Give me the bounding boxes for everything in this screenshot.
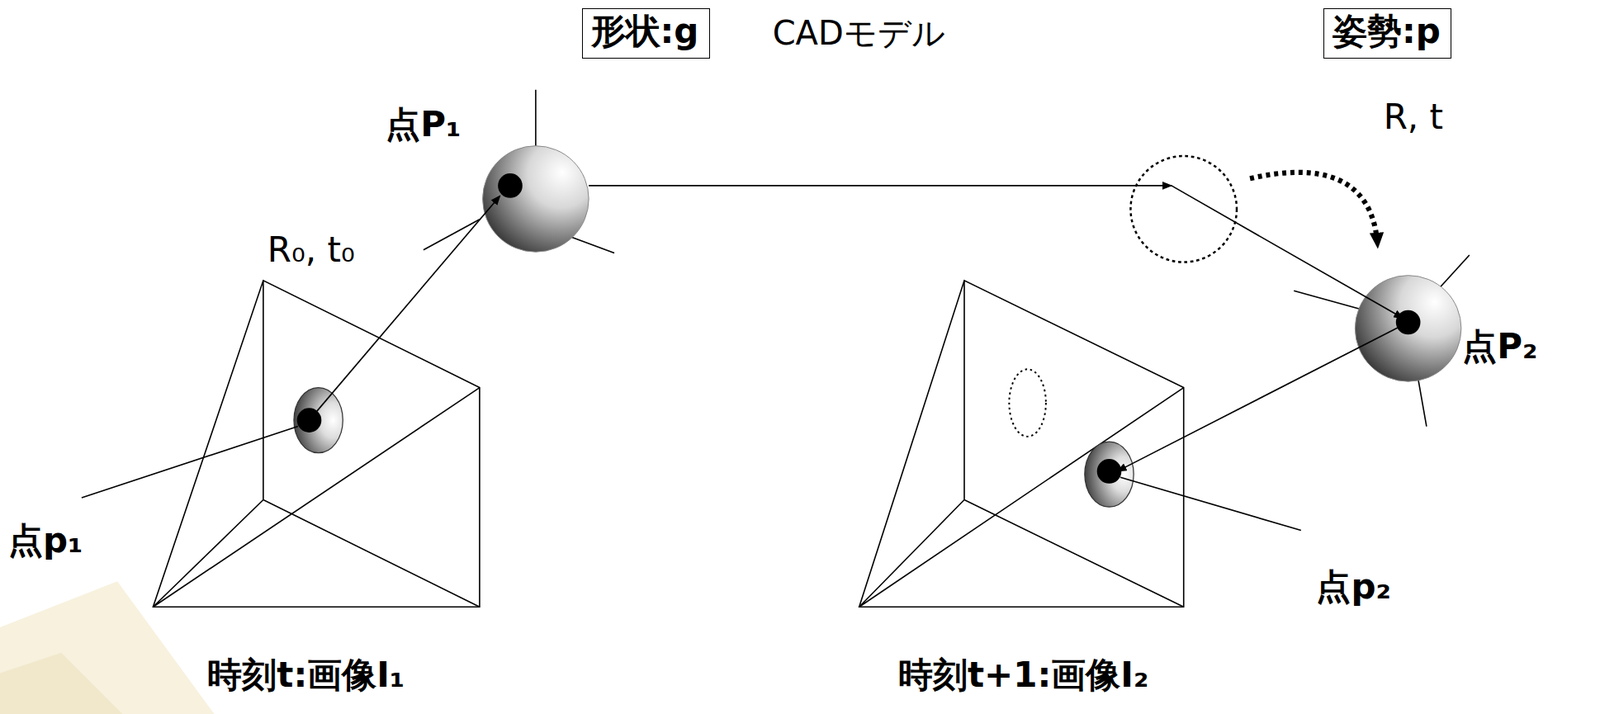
annotation-label: 時刻t:画像I₁ <box>207 656 405 695</box>
axes <box>423 89 1470 427</box>
annotation-label: 時刻t+1:画像I₂ <box>898 656 1149 695</box>
box-label: 姿勢:p <box>1332 10 1441 52</box>
background-decor <box>0 581 215 714</box>
annotation-label: 点p₂ <box>1315 568 1391 606</box>
annotation-label: 点P₂ <box>1462 327 1538 366</box>
annotation-label: R₀, t₀ <box>267 231 356 270</box>
title-box: 姿勢:p <box>1323 8 1452 59</box>
camera-2 <box>859 280 1184 607</box>
camera-1 <box>152 280 480 607</box>
title-box: 形状:g <box>582 8 711 59</box>
annotation-label: R, t <box>1383 98 1444 137</box>
projection-lines <box>81 172 1409 531</box>
box-label: 形状:g <box>591 10 700 52</box>
annotation-label: CADモデル <box>772 14 946 52</box>
annotation-label: 点P₁ <box>385 105 461 144</box>
annotation-label: 点p₁ <box>8 521 83 560</box>
